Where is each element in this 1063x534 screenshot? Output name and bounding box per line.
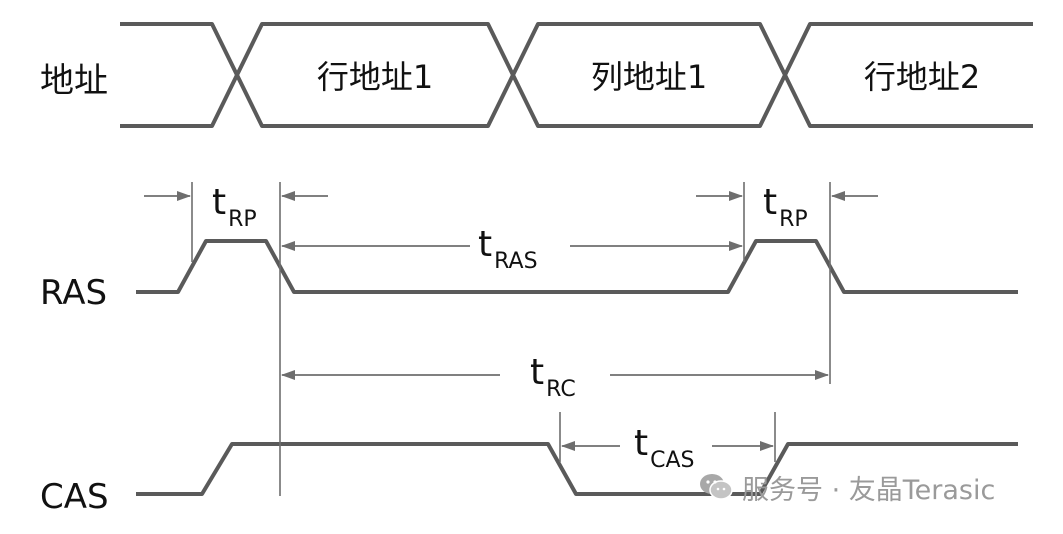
trc-sub: RC (546, 377, 576, 402)
trp-left-label: tRP (212, 182, 257, 232)
address-segment-row-1: 行地址1 (317, 58, 433, 96)
tcas-main: t (634, 423, 648, 464)
address-segment-col-1: 列地址1 (591, 58, 707, 96)
trp-left-main: t (212, 182, 226, 223)
reference-lines (191, 182, 831, 496)
trc-label: tRC (530, 352, 576, 402)
tras-sub: RAS (494, 249, 537, 274)
tras-label: tRAS (478, 224, 538, 274)
wechat-icon (700, 474, 733, 500)
trp-right-label: tRP (763, 182, 808, 232)
watermark-text: 服务号 · 友晶Terasic (742, 474, 996, 506)
trc-main: t (530, 352, 544, 393)
ras-waveform (136, 239, 1018, 294)
cas-waveform (136, 442, 1018, 496)
address-signal-label: 地址 (40, 61, 108, 101)
ras-signal-label: RAS (40, 273, 107, 313)
trp-right-sub: RP (779, 207, 808, 232)
trp-left-sub: RP (228, 207, 257, 232)
cas-signal-label: CAS (40, 477, 109, 517)
address-segment-row-2: 行地址2 (864, 58, 980, 96)
tcas-label: tCAS (634, 423, 695, 473)
trp-right-main: t (763, 182, 777, 223)
tcas-sub: CAS (650, 448, 694, 473)
tras-main: t (478, 224, 492, 265)
address-bus-waveform (120, 22, 1033, 128)
watermark: 服务号 · 友晶Terasic (698, 470, 996, 506)
